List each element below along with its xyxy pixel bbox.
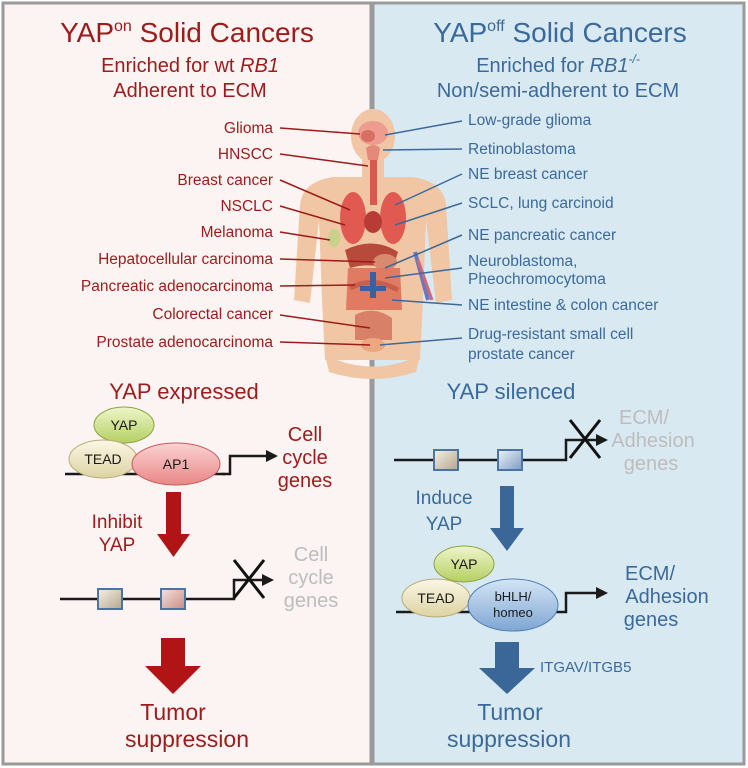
cancer-label: Drug-resistant small cell xyxy=(468,326,633,343)
left-subtitle-2: Adherent to ECM xyxy=(113,80,266,102)
yap-label: YAP xyxy=(451,556,478,572)
right-subtitle-1: Enriched for RB1-/- xyxy=(476,52,640,77)
cancer-label: Neuroblastoma, xyxy=(468,253,577,270)
right-outcome: Tumor suppression xyxy=(447,699,571,752)
binding-site-box xyxy=(497,449,523,471)
cancer-label: Hepatocellular carcinoma xyxy=(98,251,273,268)
binding-site-box xyxy=(160,588,186,610)
svg-text:YAP: YAP xyxy=(99,535,136,556)
svg-text:genes: genes xyxy=(624,453,679,475)
left-active-complex: YAP TEAD AP1 xyxy=(65,406,278,486)
left-leader-lines xyxy=(279,127,376,346)
left-inhibit-label: Inhibit YAP xyxy=(92,512,143,556)
cancer-label: HNSCC xyxy=(218,146,273,163)
left-silent-dna xyxy=(60,559,274,610)
right-title: YAPoff Solid Cancers xyxy=(433,17,687,48)
svg-text:Tumor: Tumor xyxy=(140,699,206,725)
svg-text:Tumor: Tumor xyxy=(477,699,543,725)
yap-protein xyxy=(93,406,155,444)
cancer-label: Retinoblastoma xyxy=(468,141,576,158)
cancer-label: SCLC, lung carcinoid xyxy=(468,195,614,212)
svg-text:YAP: YAP xyxy=(426,514,463,535)
right-panel xyxy=(371,1,746,766)
svg-text:cycle: cycle xyxy=(288,567,334,589)
tead-label: TEAD xyxy=(84,451,121,467)
block-x-icon xyxy=(568,419,602,459)
cancer-label: Melanoma xyxy=(201,224,274,241)
right-state-label: YAP silenced xyxy=(447,379,576,404)
left-silent-genes: Cell cycle genes xyxy=(284,544,339,612)
right-leader-lines xyxy=(379,120,463,346)
right-active-complex: YAP TEAD bHLH/ homeo xyxy=(396,545,608,632)
svg-text:ECM/: ECM/ xyxy=(619,407,669,429)
svg-text:Adhesion: Adhesion xyxy=(625,586,708,608)
svg-text:Cell: Cell xyxy=(294,544,328,566)
left-subtitle-1: Enriched for wt RB1 xyxy=(101,55,279,77)
ap1-label: AP1 xyxy=(163,456,190,472)
ap1-protein xyxy=(131,442,221,486)
cancer-label: Pancreatic adenocarcinoma xyxy=(81,278,274,295)
right-induce-label: Induce YAP xyxy=(415,488,472,535)
cancer-label: Colorectal cancer xyxy=(152,306,273,323)
left-title: YAPon Solid Cancers xyxy=(60,17,314,48)
cancer-label: Low-grade glioma xyxy=(468,112,592,129)
right-subtitle-2: Non/semi-adherent to ECM xyxy=(437,80,679,102)
cancer-label: NE intestine & colon cancer xyxy=(468,297,658,314)
cancer-label: Pheochromocytoma xyxy=(468,271,606,288)
left-outcome-arrow xyxy=(145,638,201,694)
homeo-label: homeo xyxy=(493,605,533,620)
binding-site-box xyxy=(97,588,123,610)
svg-text:Adhesion: Adhesion xyxy=(611,430,694,452)
svg-text:Cell: Cell xyxy=(288,424,322,446)
left-state-label: YAP expressed xyxy=(109,379,259,404)
right-active-genes: ECM/ Adhesion genes xyxy=(624,563,709,631)
svg-text:genes: genes xyxy=(284,590,339,612)
cancer-label: NE pancreatic cancer xyxy=(468,227,616,244)
svg-text:Inhibit: Inhibit xyxy=(92,512,143,533)
svg-text:genes: genes xyxy=(624,609,679,631)
cancer-label: Glioma xyxy=(224,120,273,137)
bhlh-label: bHLH/ xyxy=(495,589,532,604)
cancer-label: Prostate adenocarcinoma xyxy=(96,334,273,351)
svg-text:suppression: suppression xyxy=(125,726,249,752)
svg-text:Induce: Induce xyxy=(415,488,472,509)
right-silent-dna xyxy=(394,419,608,471)
svg-text:ECM/: ECM/ xyxy=(625,563,675,585)
cancer-label: prostate cancer xyxy=(468,346,575,363)
yap-label: YAP xyxy=(111,417,138,433)
cancer-label: NSCLC xyxy=(220,198,273,215)
right-induce-arrow xyxy=(490,486,524,551)
svg-text:cycle: cycle xyxy=(282,447,328,469)
tead-label: TEAD xyxy=(417,590,454,606)
left-inhibit-arrow xyxy=(157,492,190,557)
binding-site-box xyxy=(433,449,459,471)
svg-text:genes: genes xyxy=(278,470,333,492)
integrin-label: ITGAV/ITGB5 xyxy=(540,659,631,676)
cancer-label: NE breast cancer xyxy=(468,166,588,183)
right-outcome-arrow xyxy=(479,642,535,694)
right-silent-genes: ECM/ Adhesion genes xyxy=(611,407,694,475)
left-active-genes: Cell cycle genes xyxy=(278,424,333,492)
right-cancer-list: Low-grade glioma Retinoblastoma NE breas… xyxy=(468,112,658,363)
cancer-label: Breast cancer xyxy=(177,172,273,189)
svg-text:suppression: suppression xyxy=(447,726,571,752)
bhlh-homeo-protein xyxy=(467,578,559,632)
block-x-icon xyxy=(232,559,266,599)
left-cancer-list: Glioma HNSCC Breast cancer NSCLC Melanom… xyxy=(81,120,274,351)
yap-protein xyxy=(433,545,495,583)
left-outcome: Tumor suppression xyxy=(125,699,249,752)
